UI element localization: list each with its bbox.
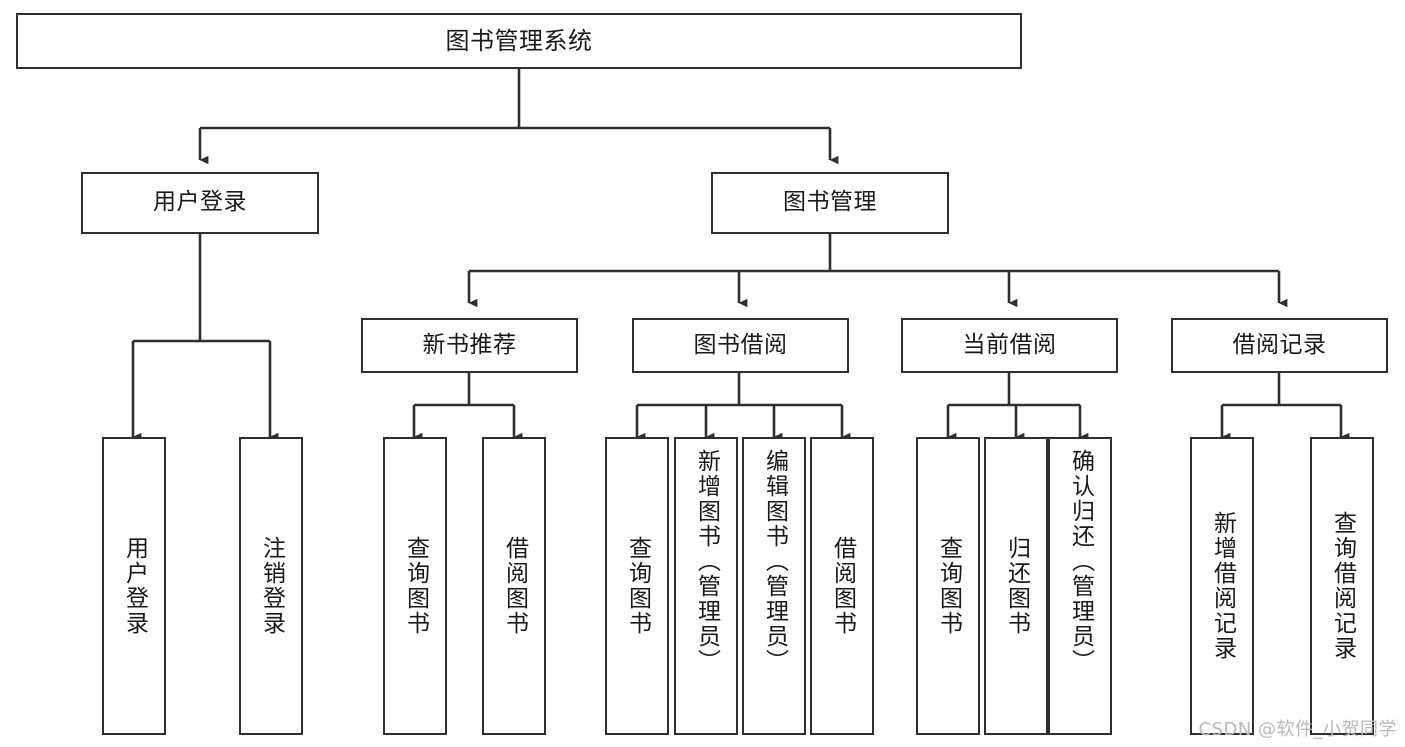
node-label: 确认归还（管理员） [1067, 449, 1094, 674]
leaf-bookborrow-add-book-admin[interactable]: 新增图书（管理员） [674, 437, 738, 735]
watermark-text: CSDN @软件_小贺同学 [1198, 719, 1397, 740]
node-label: 新增图书（管理员） [693, 449, 720, 674]
node-user-login[interactable]: 用户登录 [81, 172, 319, 234]
node-label: 图书管理系统 [445, 26, 593, 55]
node-root-system[interactable]: 图书管理系统 [16, 13, 1022, 69]
node-label: 新书推荐 [422, 331, 517, 358]
node-new-book-recommend[interactable]: 新书推荐 [361, 318, 578, 373]
node-borrow-record[interactable]: 借阅记录 [1171, 318, 1388, 373]
leaf-bookborrow-borrow-books[interactable]: 借阅图书 [810, 437, 874, 735]
leaf-user-login[interactable]: 用户登录 [102, 437, 166, 735]
node-current-borrow[interactable]: 当前借阅 [901, 318, 1118, 373]
node-label: 用户登录 [153, 189, 247, 216]
leaf-currentborrow-return-books[interactable]: 归还图书 [984, 437, 1048, 735]
node-book-management[interactable]: 图书管理 [711, 172, 949, 234]
node-label: 查询图书 [624, 536, 651, 636]
node-label: 当前借阅 [962, 331, 1057, 358]
leaf-borrowrecord-query-record[interactable]: 查询借阅记录 [1310, 437, 1374, 735]
leaf-bookborrow-edit-book-admin[interactable]: 编辑图书（管理员） [742, 437, 806, 735]
node-label: 查询图书 [402, 536, 429, 636]
node-label: 用户登录 [121, 536, 148, 636]
leaf-newbook-query-books[interactable]: 查询图书 [383, 437, 447, 735]
node-label: 查询图书 [935, 536, 962, 636]
leaf-currentborrow-query-books[interactable]: 查询图书 [916, 437, 980, 735]
leaf-logout-login[interactable]: 注销登录 [239, 437, 303, 735]
node-label: 编辑图书（管理员） [761, 449, 788, 674]
node-label: 注销登录 [258, 536, 285, 636]
node-label: 图书借阅 [693, 331, 788, 358]
node-label: 新增借阅记录 [1209, 511, 1236, 661]
leaf-bookborrow-query-books[interactable]: 查询图书 [605, 437, 669, 735]
leaf-newbook-borrow-books[interactable]: 借阅图书 [482, 437, 546, 735]
node-book-borrow[interactable]: 图书借阅 [632, 318, 849, 373]
leaf-borrowrecord-add-record[interactable]: 新增借阅记录 [1190, 437, 1254, 735]
node-label: 借阅图书 [829, 536, 856, 636]
node-label: 查询借阅记录 [1329, 511, 1356, 661]
leaf-currentborrow-confirm-return-admin[interactable]: 确认归还（管理员） [1048, 437, 1112, 735]
node-label: 借阅记录 [1232, 331, 1327, 358]
node-label: 归还图书 [1003, 536, 1030, 636]
node-label: 借阅图书 [501, 536, 528, 636]
node-label: 图书管理 [783, 189, 877, 216]
